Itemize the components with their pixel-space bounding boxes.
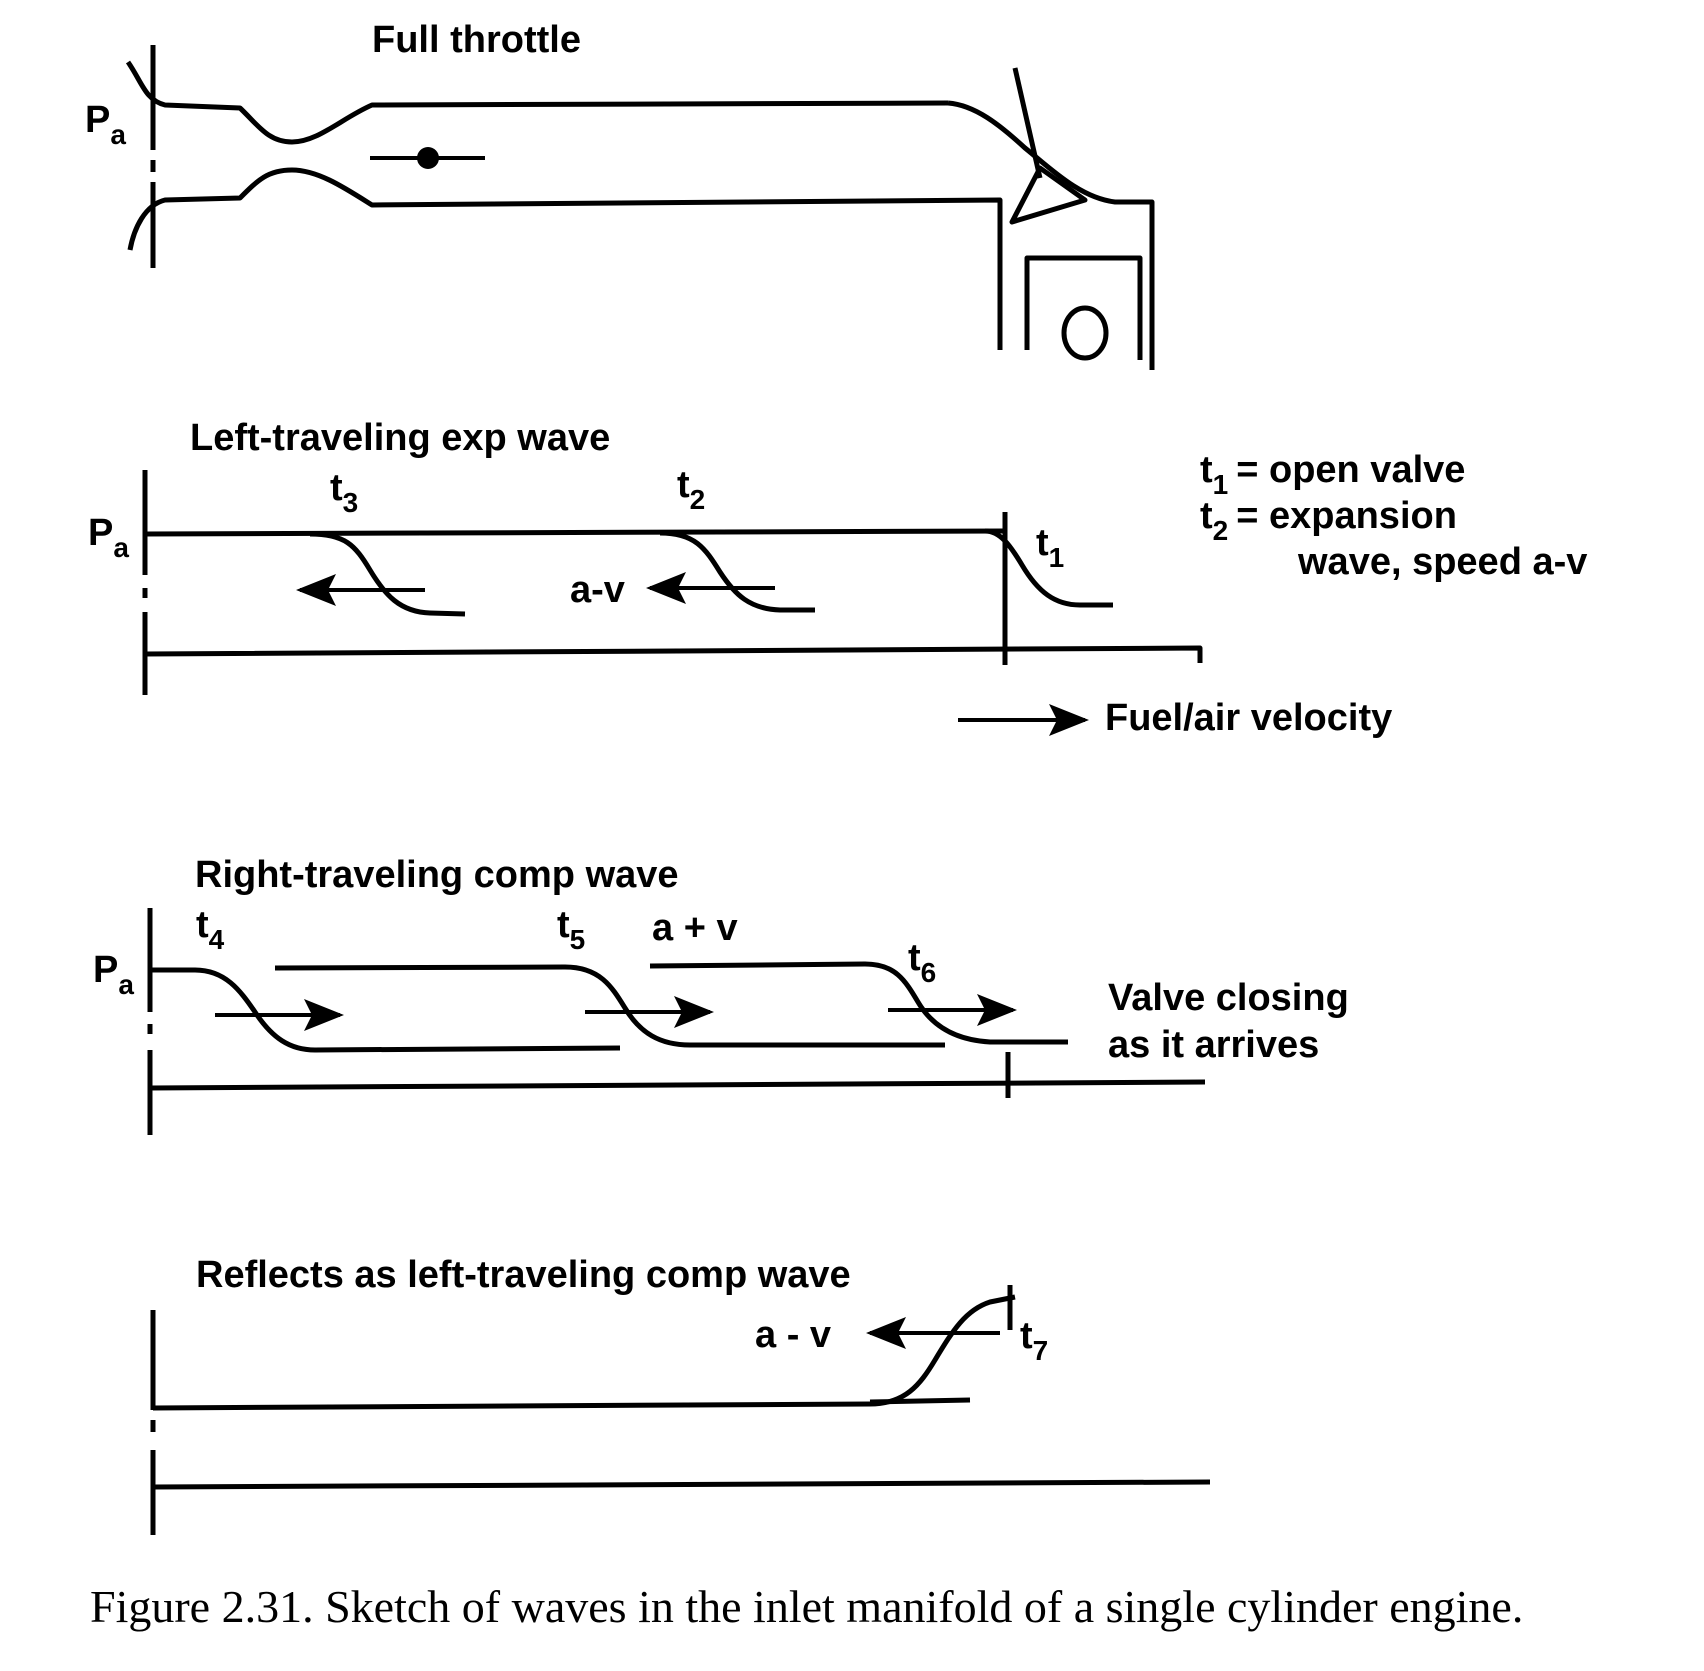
pressure-trace-expansion (144, 528, 1006, 537)
throttle-pivot (417, 147, 439, 169)
time-label-t6: t6 (908, 937, 936, 988)
panel-top-title: Full throttle (372, 19, 581, 61)
valve-head (1009, 165, 1088, 225)
time-label-t1: t1 (1036, 522, 1064, 573)
bellmouth-lower (127, 167, 1003, 350)
runner-upper-bend (947, 100, 1155, 370)
velocity-label: Fuel/air velocity (1105, 697, 1392, 739)
time-label-t5: t5 (557, 904, 585, 955)
time-label-t7: t7 (1020, 1315, 1048, 1366)
piston-pin (1061, 305, 1109, 361)
pipe-baseline-reflection (152, 1479, 1211, 1490)
pipe-baseline-expansion (144, 645, 1203, 663)
pa-label-expansion: Pa (88, 512, 129, 563)
legend-t1-open-valve: t1= open valve (1200, 449, 1465, 500)
time-label-t4: t4 (196, 904, 225, 955)
pa-label-top: Pa (85, 99, 126, 150)
cylinder-wall-left (1024, 255, 1143, 360)
wave-front-t2 (659, 530, 815, 613)
wave-front-t1 (984, 528, 1113, 608)
compression-panel: Right-traveling comp wave Pa t4 t5 t6 a … (93, 854, 1349, 1135)
legend-wave-speed: wave, speed a-v (1297, 541, 1587, 583)
wave-front-t4 (150, 967, 621, 1053)
wave-front-t3 (309, 531, 466, 617)
legend-t2-expansion: t2= expansion (1200, 495, 1457, 546)
speed-label-expansion: a-v (570, 569, 625, 611)
pipe-baseline-compression (149, 1079, 1206, 1091)
valve-closing-note-line1: Valve closing (1108, 977, 1349, 1019)
reflection-base-end (869, 1397, 971, 1405)
valve-closing-note-line2: as it arrives (1108, 1024, 1319, 1066)
wave-front-t6 (649, 961, 1068, 1045)
compression-title: Right-traveling comp wave (195, 854, 679, 896)
time-label-t2: t2 (677, 464, 705, 515)
reflection-panel: Reflects as left-traveling comp wave a -… (150, 1254, 1211, 1535)
manifold-panel: Full throttle Pa (85, 19, 1155, 370)
speed-label-compression: a + v (652, 907, 738, 949)
pa-label-compression: Pa (93, 949, 134, 1000)
expansion-title: Left-traveling exp wave (190, 417, 610, 459)
wave-front-t7 (152, 1294, 1016, 1411)
expansion-panel: Left-traveling exp wave Pa t3 t2 t1 a-v (88, 417, 1587, 739)
speed-label-reflection: a - v (755, 1314, 831, 1356)
reflection-title: Reflects as left-traveling comp wave (196, 1254, 851, 1296)
wave-front-t5 (274, 964, 945, 1048)
figure-caption: Figure 2.31. Sketch of waves in the inle… (90, 1581, 1524, 1632)
time-label-t3: t3 (330, 467, 358, 518)
valve-stem (1012, 67, 1043, 179)
bellmouth-upper (125, 60, 949, 145)
